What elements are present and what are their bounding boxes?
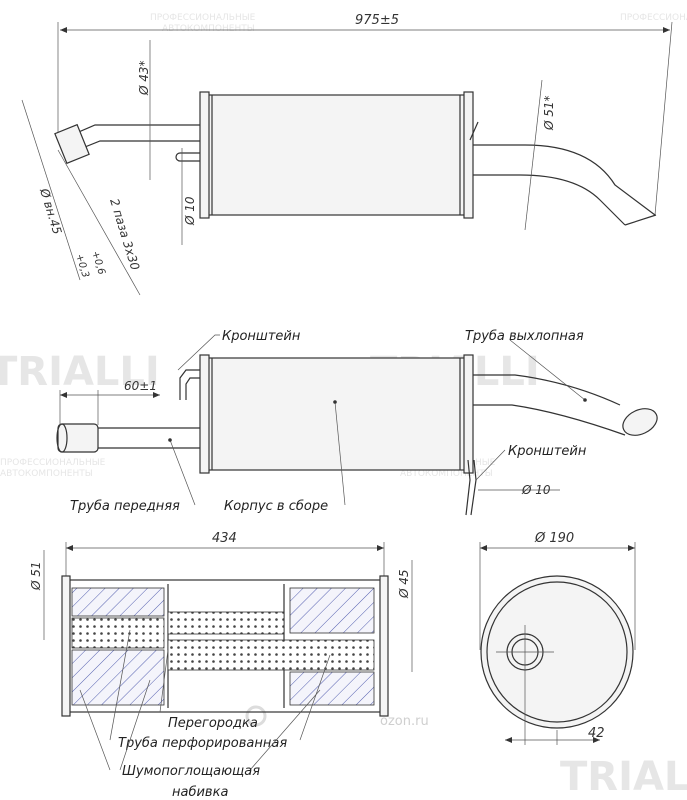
outlet-bracket [469, 121, 479, 141]
watermark-line1-right: ПРОФЕССИОНАЛЬНЫЕ [620, 13, 687, 23]
offset-label: 60±1 [124, 379, 157, 393]
body-end-left [199, 91, 210, 219]
section-view: 434 Ø 51 Ø 45 Перегородка Труба перфорир… [29, 531, 413, 800]
front-pipe-opening [56, 423, 68, 453]
outlet-pipe [473, 144, 656, 226]
top-bracket [175, 152, 205, 162]
watermark-line2-mid: АВТОКОМПОНЕНТЫ [400, 469, 493, 479]
body-leader [334, 401, 346, 506]
exhaust-pipe-label: Труба выхлопная [465, 329, 584, 344]
section-length-label: 434 [212, 531, 237, 546]
absorbing-leaders [79, 679, 321, 771]
section-dia-right-label: Ø 45 [397, 569, 411, 599]
side-end-left [199, 354, 210, 474]
watermark-line2: АВТОКОМПОНЕНТЫ [162, 24, 255, 34]
body-label: Корпус в сборе [224, 499, 328, 514]
exhaust-pipe-leader [509, 339, 586, 401]
dia-inner-label: Ø вн.45 [37, 186, 64, 236]
perforated-pipe-inlet [71, 617, 165, 649]
side-view: 60±1 Кронштейн Труба выхлопная Кронштейн… [56, 329, 658, 516]
bracket-right-leader [475, 449, 506, 481]
front-pipe-label: Труба передняя [70, 499, 180, 514]
perforated-pipe-leaders [109, 629, 331, 741]
front-pipe [95, 427, 200, 449]
end-offset-label: 42 [588, 726, 605, 741]
absorbing-chamber-bottom-right [289, 671, 375, 706]
exhaust-pipe [473, 374, 626, 436]
perforated-pipe-label: Труба перфорированная [118, 736, 287, 751]
front-pipe-leader [169, 439, 196, 506]
bracket-left-leader [177, 334, 220, 371]
absorbing-label-2: набивка [172, 785, 228, 800]
front-pipe-dot [168, 438, 172, 442]
watermark-line1: ПРОФЕССИОНАЛЬНЫЕ [150, 13, 256, 23]
watermark-site: ozon.ru [380, 714, 429, 729]
side-end-right [463, 354, 474, 474]
overall-length-label: 975±5 [355, 13, 399, 28]
slots-label: 2 паза 3x30 [107, 197, 142, 272]
watermark-line2-left: АВТОКОМПОНЕНТЫ [0, 469, 93, 479]
top-view: 975±5 Ø 43* Ø 10 Ø 51* 2 паза 3x30 Ø вн.… [21, 13, 673, 296]
bracket-right-label: Кронштейн [508, 444, 587, 459]
body-end-right [463, 91, 474, 219]
side-dia-bracket-label: Ø 10 [521, 483, 551, 497]
inlet-flare [54, 123, 90, 165]
dia-inner-line [21, 99, 81, 281]
end-diameter-label: Ø 190 [534, 531, 574, 546]
partition-label: Перегородка [168, 716, 258, 731]
dia-outlet-label: Ø 51* [542, 95, 556, 131]
extension-line-right [654, 21, 673, 216]
dia-bracket-label: Ø 10 [183, 196, 197, 226]
partition-leader [159, 649, 169, 713]
section-end-right [379, 575, 389, 717]
side-bracket-left [179, 369, 200, 400]
absorbing-label-1: Шумопоглощающая [122, 764, 260, 779]
outlet-cut [624, 214, 657, 226]
perforated-pipe-lower [167, 639, 375, 671]
section-end-left [61, 575, 71, 717]
watermark-logo-ring [245, 705, 267, 727]
end-shell-inner [486, 581, 628, 723]
section-dia-left-label: Ø 51 [29, 561, 43, 591]
slots-line [57, 149, 141, 296]
body-dot [333, 400, 337, 404]
end-shell-outer [480, 575, 634, 729]
exhaust-opening [622, 408, 658, 436]
bracket-left-label: Кронштейн [222, 329, 301, 344]
dia-inlet-label: Ø 43* [137, 60, 151, 96]
perforated-pipe-upper [167, 611, 285, 635]
end-view: Ø 190 42 [479, 531, 636, 745]
dia-outlet-line [524, 79, 543, 231]
exhaust-pipe-dot [583, 398, 587, 402]
front-pipe-flare [57, 423, 99, 453]
watermark-brand-bottom: TRIALLI [560, 754, 687, 800]
absorbing-chamber-top-left [71, 587, 165, 617]
absorbing-chamber-top-right [289, 587, 375, 634]
watermark-line1-left: ПРОФЕССИОНАЛЬНЫЕ [0, 458, 106, 468]
watermark-brand-left: TRIALLI [0, 349, 160, 395]
top-muffler-body [204, 94, 469, 216]
tolerance-upper: +0,6 [89, 250, 107, 276]
